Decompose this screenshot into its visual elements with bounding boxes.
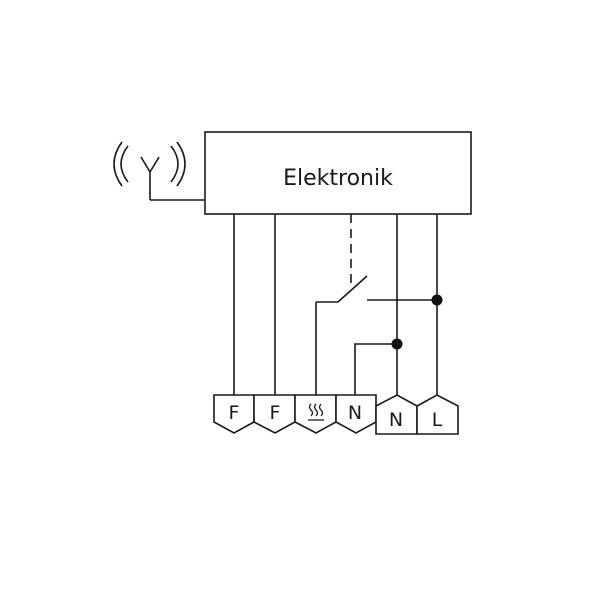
terminal-l-supply: L bbox=[416, 394, 459, 435]
terminal-n-supply-label: N bbox=[389, 409, 403, 431]
terminal-f1: F bbox=[213, 394, 255, 434]
electronics-unit: Elektronik bbox=[204, 131, 472, 215]
terminal-l-supply-label: L bbox=[432, 409, 443, 431]
terminal-block: F F N N L bbox=[213, 394, 459, 435]
terminal-n-load-label: N bbox=[348, 402, 362, 424]
terminal-f1-label: F bbox=[229, 402, 240, 424]
junction-n bbox=[391, 338, 403, 350]
switch-contact-icon bbox=[315, 275, 437, 395]
unit-label: Elektronik bbox=[283, 166, 393, 191]
heating-icon bbox=[308, 403, 324, 421]
terminal-n-supply: N bbox=[375, 394, 418, 435]
antenna-icon bbox=[113, 141, 205, 201]
terminal-heating bbox=[294, 394, 337, 434]
terminal-f2: F bbox=[253, 394, 296, 434]
wire-n-bridge bbox=[354, 343, 397, 395]
terminal-n-load: N bbox=[335, 394, 377, 434]
terminal-f2-label: F bbox=[270, 402, 281, 424]
junction-l bbox=[431, 294, 443, 306]
